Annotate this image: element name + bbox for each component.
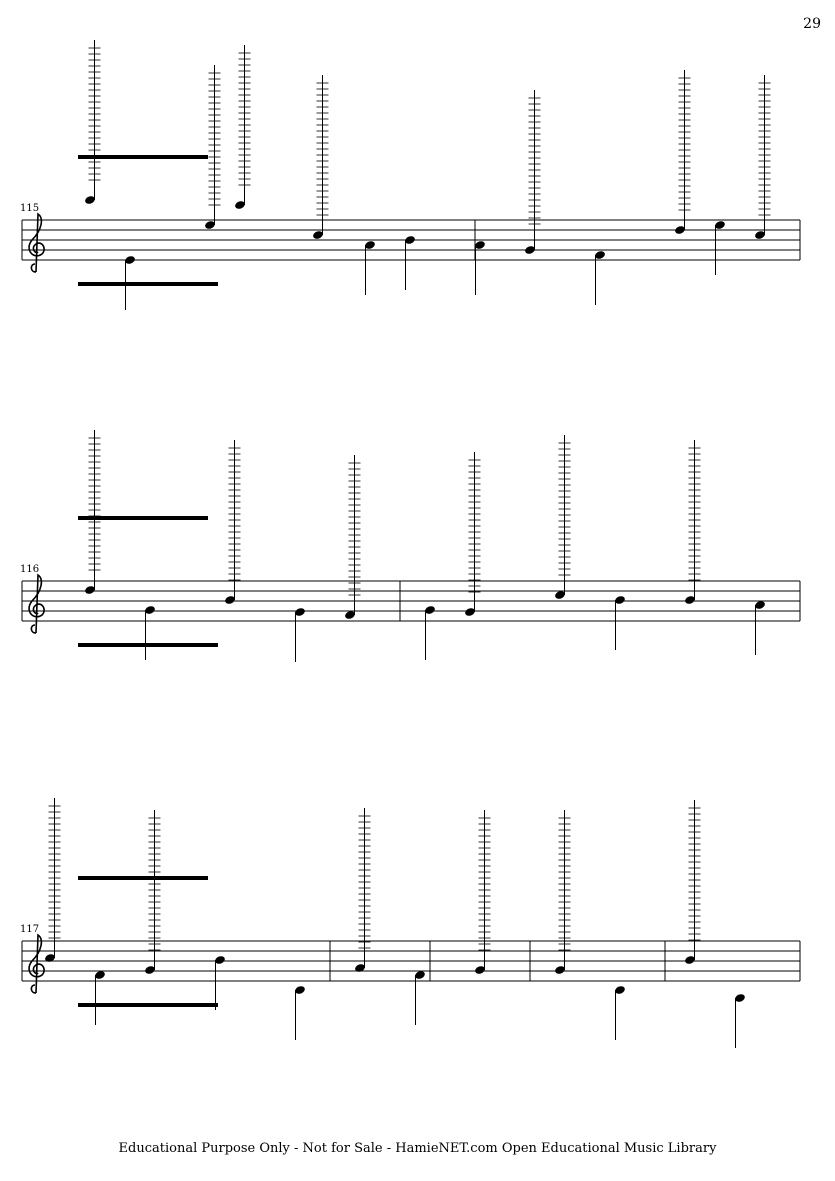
note-head bbox=[355, 964, 365, 972]
note-head bbox=[555, 966, 565, 974]
measure-number-115: 115 bbox=[20, 203, 40, 214]
page-number: 29 bbox=[803, 16, 821, 32]
note-head bbox=[145, 606, 155, 614]
note-head bbox=[685, 596, 695, 604]
footer-notice: Educational Purpose Only - Not for Sale … bbox=[118, 1141, 717, 1156]
treble-clef-icon bbox=[28, 573, 45, 634]
note-head bbox=[95, 971, 105, 979]
note-head bbox=[475, 966, 485, 974]
note-head bbox=[295, 986, 305, 994]
note-head bbox=[45, 954, 55, 962]
beam bbox=[78, 155, 208, 159]
note-head bbox=[425, 606, 435, 614]
note-head bbox=[615, 596, 625, 604]
note-head bbox=[145, 966, 155, 974]
note-head bbox=[85, 196, 95, 204]
note-head bbox=[615, 986, 625, 994]
note-head bbox=[313, 231, 323, 239]
note-head bbox=[555, 591, 565, 599]
note-head bbox=[715, 221, 725, 229]
measure-number-117: 117 bbox=[20, 924, 40, 935]
note-head bbox=[345, 611, 355, 619]
treble-clef-icon bbox=[28, 933, 45, 994]
note-head bbox=[735, 994, 745, 1002]
note-head bbox=[755, 231, 765, 239]
note-head bbox=[215, 956, 225, 964]
note-head bbox=[755, 601, 765, 609]
note-head bbox=[475, 241, 485, 249]
beam bbox=[78, 516, 208, 520]
note-head bbox=[365, 241, 375, 249]
beam bbox=[78, 643, 218, 647]
note-head bbox=[415, 971, 425, 979]
note-head bbox=[525, 246, 535, 254]
note-head bbox=[685, 956, 695, 964]
note-head bbox=[675, 226, 685, 234]
note-head bbox=[205, 221, 215, 229]
treble-clef-icon bbox=[28, 212, 45, 273]
note-head bbox=[295, 608, 305, 616]
note-head bbox=[405, 236, 415, 244]
beam bbox=[78, 282, 218, 286]
measure-number-116: 116 bbox=[20, 564, 40, 575]
note-head bbox=[465, 608, 475, 616]
note-head bbox=[85, 586, 95, 594]
note-head bbox=[125, 256, 135, 264]
note-head bbox=[595, 251, 605, 259]
beam bbox=[78, 876, 208, 880]
note-head bbox=[235, 201, 245, 209]
beam bbox=[78, 1003, 218, 1007]
note-head bbox=[225, 596, 235, 604]
